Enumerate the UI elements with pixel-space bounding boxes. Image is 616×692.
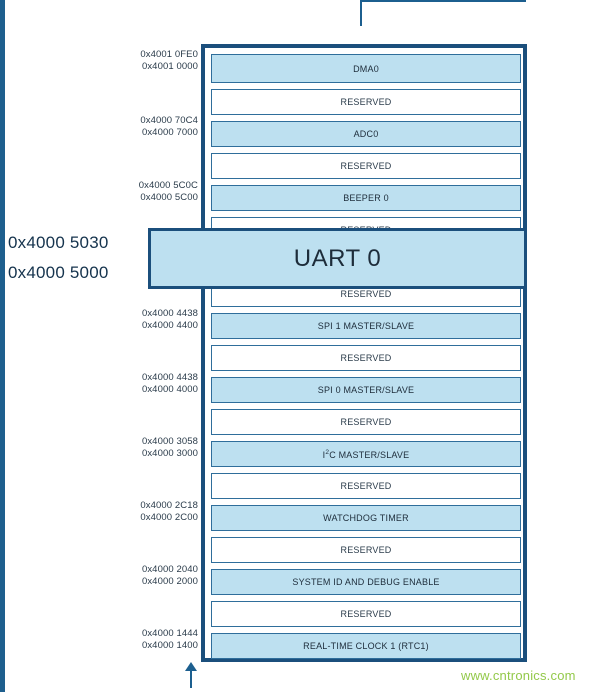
memory-block-watchdog[interactable]: WATCHDOG TIMER <box>211 505 521 531</box>
memory-block-reserved-8[interactable]: RESERVED <box>211 537 521 563</box>
left-accent-rule <box>0 0 5 692</box>
address-low-dma0: 0x4001 0000 <box>141 61 198 72</box>
memory-block-dma0[interactable]: DMA0 <box>211 54 521 83</box>
address-low-i2c: 0x4000 3000 <box>141 448 198 459</box>
memory-block-reserved-5[interactable]: RESERVED <box>211 345 521 371</box>
memory-block-reserved-6[interactable]: RESERVED <box>211 409 521 435</box>
i2c-label: I2C MASTER/SLAVE <box>322 448 410 460</box>
address-high-rtc1: 0x4000 1444 <box>141 628 198 639</box>
address-low-adc0: 0x4000 7000 <box>141 127 198 138</box>
address-high-watchdog: 0x4000 2C18 <box>140 500 198 511</box>
address-low-rtc1: 0x4000 1400 <box>141 640 198 651</box>
memory-block-spi0[interactable]: SPI 0 MASTER/SLAVE <box>211 377 521 403</box>
uart-address-high: 0x4000 5030 <box>8 233 109 252</box>
connector-horizontal-segment <box>360 0 526 2</box>
memory-block-i2c[interactable]: I2C MASTER/SLAVE <box>211 441 521 467</box>
address-low-beeper0: 0x4000 5C00 <box>140 192 198 203</box>
memory-block-adc0[interactable]: ADC0 <box>211 121 521 147</box>
memory-block-reserved-7[interactable]: RESERVED <box>211 473 521 499</box>
address-label-spi1: 0x4000 4438 0x4000 4400 <box>108 308 198 332</box>
address-label-beeper0: 0x4000 5C0C 0x4000 5C00 <box>108 180 198 204</box>
address-low-watchdog: 0x4000 2C00 <box>140 512 198 523</box>
address-label-adc0: 0x4000 70C4 0x4000 7000 <box>108 115 198 139</box>
uart0-callout-block[interactable]: UART 0 <box>148 228 527 289</box>
address-low-system-id: 0x4000 2000 <box>141 576 198 587</box>
bottom-arrow-icon <box>184 662 198 688</box>
i2c-superscript: 2 <box>325 448 330 456</box>
memory-block-rtc1[interactable]: REAL-TIME CLOCK 1 (RTC1) <box>211 633 521 659</box>
address-high-system-id: 0x4000 2040 <box>141 564 198 575</box>
uart0-callout-label: UART 0 <box>293 244 382 272</box>
address-label-rtc1: 0x4000 1444 0x4000 1400 <box>108 628 198 652</box>
address-high-spi0: 0x4000 4438 <box>141 372 198 383</box>
address-low-spi0: 0x4000 4000 <box>141 384 198 395</box>
address-label-i2c: 0x4000 3058 0x4000 3000 <box>108 436 198 460</box>
memory-block-beeper0[interactable]: BEEPER 0 <box>211 185 521 211</box>
top-connector-line <box>360 0 526 26</box>
address-low-spi1: 0x4000 4400 <box>141 320 198 331</box>
watermark-text: www.cntronics.com <box>461 668 576 683</box>
uart-callout-address: 0x4000 5030 0x4000 5000 <box>8 228 142 288</box>
address-label-dma0: 0x4001 0FE0 0x4001 0000 <box>108 49 198 73</box>
address-label-watchdog: 0x4000 2C18 0x4000 2C00 <box>108 500 198 524</box>
memory-block-reserved-1[interactable]: RESERVED <box>211 89 521 115</box>
memory-block-system-id[interactable]: SYSTEM ID AND DEBUG ENABLE <box>211 569 521 595</box>
address-high-dma0: 0x4001 0FE0 <box>140 49 198 60</box>
address-high-spi1: 0x4000 4438 <box>141 308 198 319</box>
address-high-i2c: 0x4000 3058 <box>141 436 198 447</box>
memory-block-spi1[interactable]: SPI 1 MASTER/SLAVE <box>211 313 521 339</box>
memory-map-frame: DMA0 RESERVED ADC0 RESERVED BEEPER 0 RES… <box>201 44 527 662</box>
connector-vertical-segment <box>360 0 362 26</box>
address-high-beeper0: 0x4000 5C0C <box>138 180 198 191</box>
address-label-spi0: 0x4000 4438 0x4000 4000 <box>108 372 198 396</box>
arrow-shaft <box>190 668 192 688</box>
address-label-system-id: 0x4000 2040 0x4000 2000 <box>108 564 198 588</box>
memory-block-reserved-9[interactable]: RESERVED <box>211 601 521 627</box>
arrow-head <box>185 662 197 671</box>
address-high-adc0: 0x4000 70C4 <box>140 115 198 126</box>
memory-block-reserved-2[interactable]: RESERVED <box>211 153 521 179</box>
uart-address-low: 0x4000 5000 <box>8 263 109 282</box>
